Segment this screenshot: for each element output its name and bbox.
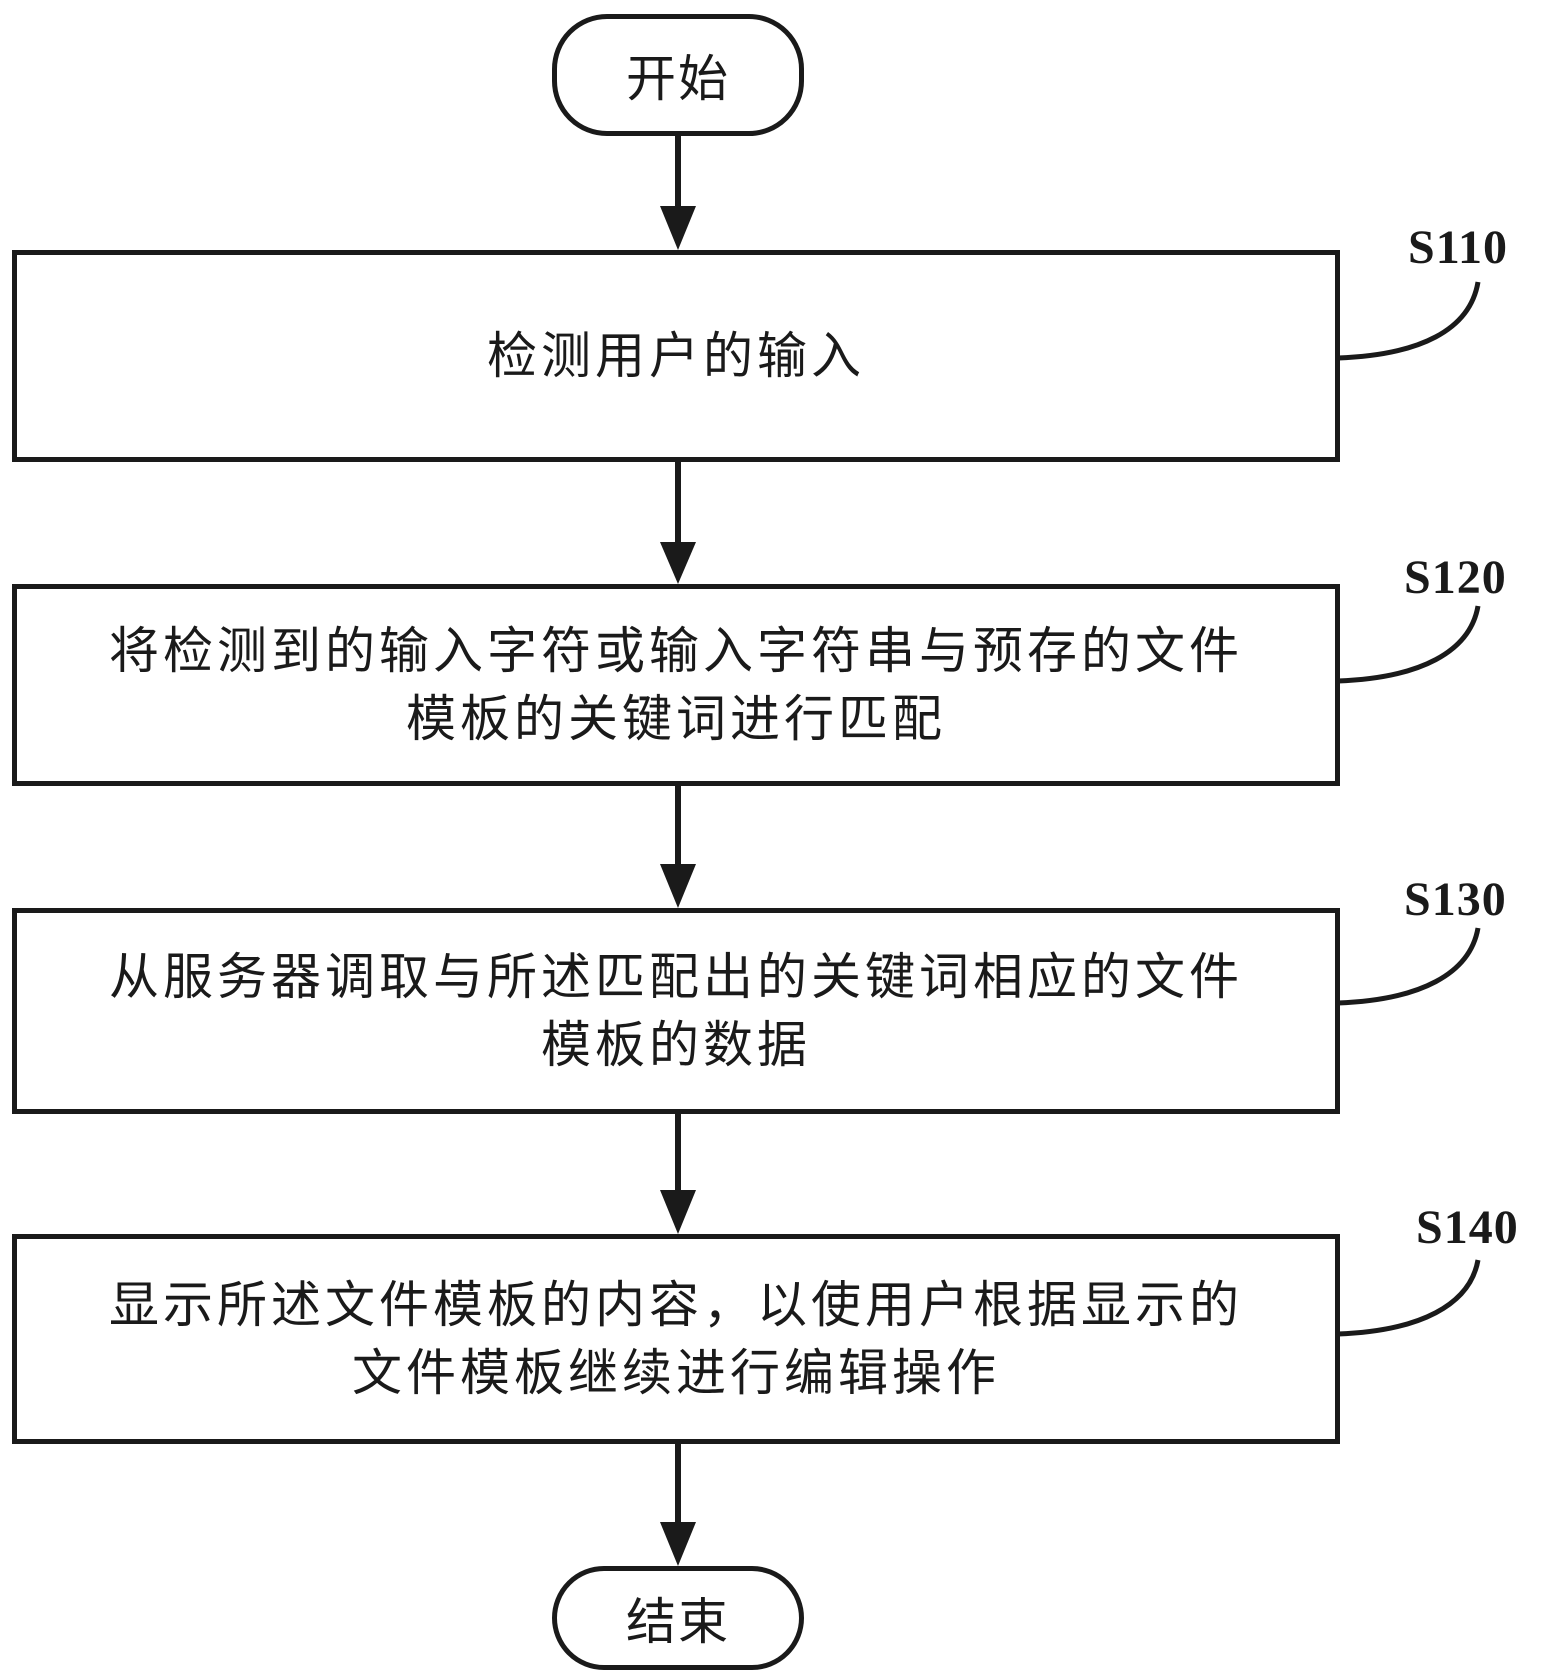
arrowhead-s130 <box>660 864 696 908</box>
step-s130-text-line-1: 从服务器调取与所述匹配出的关键词相应的文件 <box>109 943 1243 1011</box>
arrowhead-s140 <box>660 1190 696 1234</box>
arrowhead-s110 <box>660 206 696 250</box>
step-s120-box: 将检测到的输入字符或输入字符串与预存的文件 模板的关键词进行匹配 <box>12 584 1340 786</box>
step-s130-label: S130 <box>1404 872 1507 927</box>
step-s120-text-line-2: 模板的关键词进行匹配 <box>406 685 946 753</box>
step-s140-text-line-2: 文件模板继续进行编辑操作 <box>352 1339 1000 1407</box>
step-s140-box: 显示所述文件模板的内容，以使用户根据显示的 文件模板继续进行编辑操作 <box>12 1234 1340 1444</box>
step-s140-label: S140 <box>1416 1200 1519 1255</box>
step-s130-box: 从服务器调取与所述匹配出的关键词相应的文件 模板的数据 <box>12 908 1340 1114</box>
step-s110-label: S110 <box>1408 220 1508 275</box>
step-s110-text-line-1: 检测用户的输入 <box>487 322 865 390</box>
step-s120-text-line-1: 将检测到的输入字符或输入字符串与预存的文件 <box>109 617 1243 685</box>
step-s120-label: S120 <box>1404 550 1507 605</box>
arrowhead-s120 <box>660 542 696 584</box>
leader-s140 <box>1338 1260 1478 1334</box>
step-s130-text-line-2: 模板的数据 <box>541 1011 811 1079</box>
leader-s110 <box>1338 282 1478 358</box>
leader-s130 <box>1338 928 1478 1003</box>
start-label: 开始 <box>626 39 730 111</box>
arrowhead-end <box>660 1522 696 1566</box>
leader-s120 <box>1338 606 1478 681</box>
step-s110-box: 检测用户的输入 <box>12 250 1340 462</box>
end-terminal: 结束 <box>552 1566 804 1670</box>
end-label: 结束 <box>626 1582 730 1654</box>
step-s140-text-line-1: 显示所述文件模板的内容，以使用户根据显示的 <box>109 1271 1243 1339</box>
start-terminal: 开始 <box>552 14 804 136</box>
